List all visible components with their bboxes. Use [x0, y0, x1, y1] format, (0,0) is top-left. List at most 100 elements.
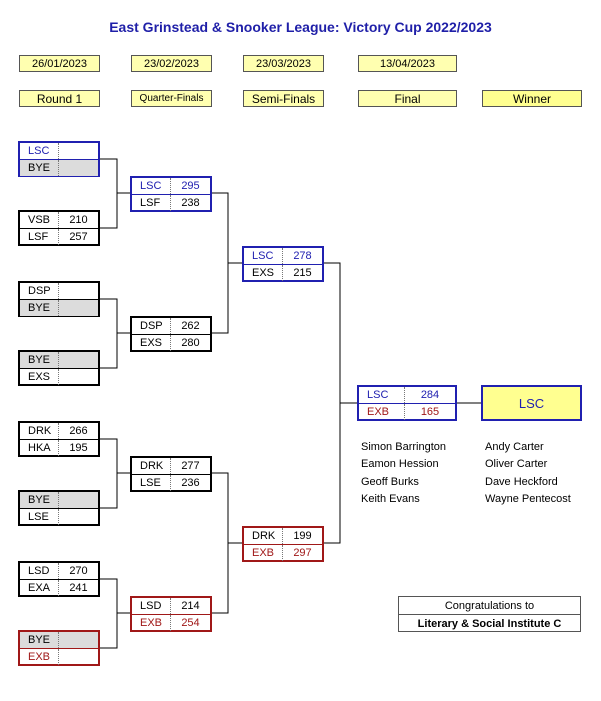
team-row: VSB 210: [20, 212, 98, 228]
team-code: LSD: [20, 563, 59, 579]
team-row: LSC 278: [244, 248, 322, 264]
winner-box: LSC: [481, 385, 582, 421]
team-score: 236: [181, 477, 200, 489]
player-name: Simon Barrington: [361, 441, 446, 453]
team-score: 278: [293, 250, 312, 262]
date-semi-finals: 23/03/2023: [243, 55, 324, 72]
r1-match-3: DSP BYE: [18, 281, 100, 317]
team-score: 215: [293, 267, 312, 279]
team-score: 266: [69, 425, 88, 437]
player-name: Oliver Carter: [485, 458, 548, 471]
header-semi-finals: Semi-Finals: [243, 90, 324, 107]
team-code: LSC: [359, 387, 405, 403]
team-row: EXS: [20, 368, 98, 385]
team-score: 262: [181, 320, 200, 332]
team-score: [59, 143, 98, 159]
r1-match-8: BYE EXB: [18, 630, 100, 666]
team-score: 257: [69, 231, 88, 243]
team-row: LSD 270: [20, 563, 98, 579]
player-name: Keith Evans: [361, 492, 420, 505]
team-row: BYE: [20, 352, 98, 368]
team-row: DSP: [20, 283, 98, 299]
team-row: DRK 266: [20, 423, 98, 439]
team-code: BYE: [20, 160, 59, 176]
team-code: BYE: [20, 492, 59, 508]
team-row: LSC: [20, 143, 98, 159]
team-score: 277: [181, 460, 200, 472]
team-score: 280: [181, 337, 200, 349]
team-code: EXB: [359, 404, 405, 420]
team-code: HKA: [20, 440, 59, 456]
players-left: Simon Barrington Eamon Hession Geoff Bur…: [361, 439, 446, 508]
team-score: 210: [69, 214, 88, 226]
r1-match-4: BYE EXS: [18, 350, 100, 386]
team-code: EXA: [20, 580, 59, 596]
header-quarter-finals: Quarter-Finals: [131, 90, 212, 107]
team-code: LSF: [20, 229, 59, 245]
team-code: DRK: [20, 423, 59, 439]
team-score: [59, 352, 98, 368]
player-name: Andy Carter: [485, 441, 544, 453]
team-code: EXB: [244, 545, 283, 561]
team-row: BYE: [20, 492, 98, 508]
team-score: [59, 509, 98, 525]
team-score: [59, 492, 98, 508]
team-score: [59, 160, 98, 176]
team-row: BYE: [20, 159, 98, 176]
team-row: BYE: [20, 632, 98, 648]
team-score: 270: [69, 565, 88, 577]
date-quarter-finals: 23/02/2023: [131, 55, 212, 72]
player-name: Wayne Pentecost: [485, 492, 571, 505]
player-name: Geoff Burks: [361, 475, 419, 488]
team-score: [59, 632, 98, 648]
team-score: 241: [69, 582, 88, 594]
team-row: EXA 241: [20, 579, 98, 596]
date-round1: 26/01/2023: [19, 55, 100, 72]
players-right: Andy Carter Oliver Carter Dave Heckford …: [485, 439, 571, 508]
team-score: 254: [181, 617, 200, 629]
team-code: LSC: [20, 143, 59, 159]
player-name: Dave Heckford: [485, 475, 558, 488]
team-code: LSC: [244, 248, 283, 264]
page-title: East Grinstead & Snooker League: Victory…: [109, 19, 492, 35]
team-row: LSF 257: [20, 228, 98, 245]
team-code: BYE: [20, 352, 59, 368]
team-score: 297: [293, 547, 312, 559]
team-code: LSE: [20, 509, 59, 525]
team-code: VSB: [20, 212, 59, 228]
r1-match-1: LSC BYE: [18, 141, 100, 177]
team-code: EXS: [132, 335, 171, 351]
team-code: BYE: [20, 300, 59, 316]
r1-match-2: VSB 210 LSF 257: [18, 210, 100, 246]
team-code: DSP: [132, 318, 171, 334]
team-code: LSD: [132, 598, 171, 614]
congrats-line: Congratulations to: [444, 599, 535, 612]
header-final: Final: [358, 90, 457, 107]
team-score: 195: [69, 442, 88, 454]
team-row: HKA 195: [20, 439, 98, 456]
team-code: DRK: [132, 458, 171, 474]
header-round1: Round 1: [19, 90, 100, 107]
congrats-team: Literary & Social Institute C: [399, 614, 580, 632]
team-score: 214: [181, 600, 200, 612]
team-row: EXS 280: [132, 334, 210, 351]
team-row: LSD 214: [132, 598, 210, 614]
team-row: DSP 262: [132, 318, 210, 334]
team-code: LSC: [132, 178, 171, 194]
team-row: EXB: [20, 648, 98, 665]
r1-match-5: DRK 266 HKA 195: [18, 421, 100, 457]
team-score: 295: [181, 180, 200, 192]
team-row: DRK 277: [132, 458, 210, 474]
r1-match-7: LSD 270 EXA 241: [18, 561, 100, 597]
